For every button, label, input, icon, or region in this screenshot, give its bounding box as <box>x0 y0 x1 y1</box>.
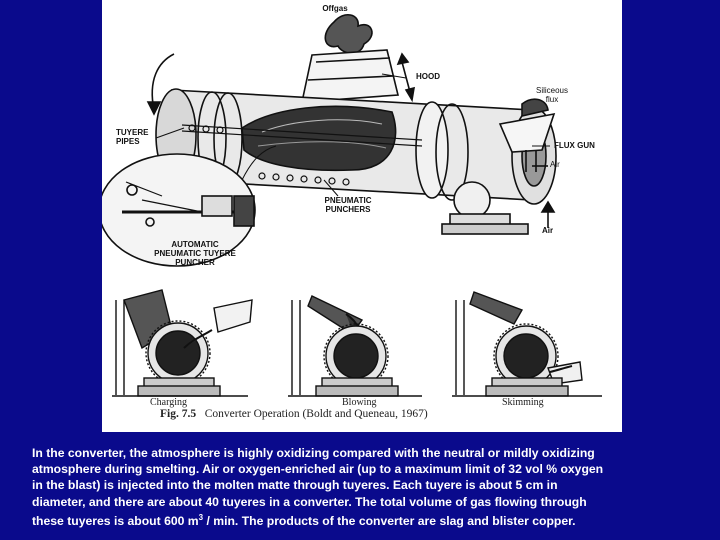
label-hood: HOOD <box>416 72 440 81</box>
label-automatic-puncher: AUTOMATIC PNEUMATIC TUYERE PUNCHER <box>154 240 236 267</box>
label-pneumatic-punchers: PNEUMATIC PUNCHERS <box>324 196 372 214</box>
figure-title: Converter Operation <box>204 408 300 420</box>
body-text: In the converter, the atmosphere is high… <box>32 445 696 529</box>
converter-figure: Offgas HOOD Siliceous flux TUYERE PIPES … <box>102 0 622 432</box>
figure-caption: Fig. 7.5 Converter Operation (Boldt and … <box>160 408 428 420</box>
body-text-line-4: diameter, and there are about 40 tuyeres… <box>32 494 587 509</box>
label-flux-gun: FLUX GUN <box>554 141 595 150</box>
body-text-line-2: atmosphere during smelting. Air or oxyge… <box>32 462 604 477</box>
figure-number: Fig. 7.5 <box>160 408 197 420</box>
panel-caption-charging: Charging <box>150 397 188 408</box>
panel-caption-skimming: Skimming <box>502 397 544 408</box>
label-tuyere-pipes: TUYERE PIPES <box>116 128 149 146</box>
body-text-line-5a: these tuyeres is about 600 m <box>32 513 199 528</box>
label-air: Air <box>542 226 554 235</box>
label-air-small: Air <box>550 160 560 169</box>
body-text-line-5: these tuyeres is about 600 m3 / min. The… <box>32 510 696 529</box>
body-text-superscript: 3 <box>198 512 204 522</box>
panel-caption-blowing: Blowing <box>342 397 377 408</box>
converter-drawing <box>102 14 602 397</box>
body-text-line-3: in the blast) is injected into the molte… <box>32 478 558 493</box>
body-text-line-5b: / min. The products of the converter are… <box>203 513 576 528</box>
figure-source: (Boldt and Queneau, 1967) <box>302 408 428 420</box>
label-offgas: Offgas <box>322 4 348 13</box>
body-text-line-1: In the converter, the atmosphere is high… <box>32 446 595 460</box>
label-siliceous-flux: Siliceous flux <box>535 86 568 104</box>
